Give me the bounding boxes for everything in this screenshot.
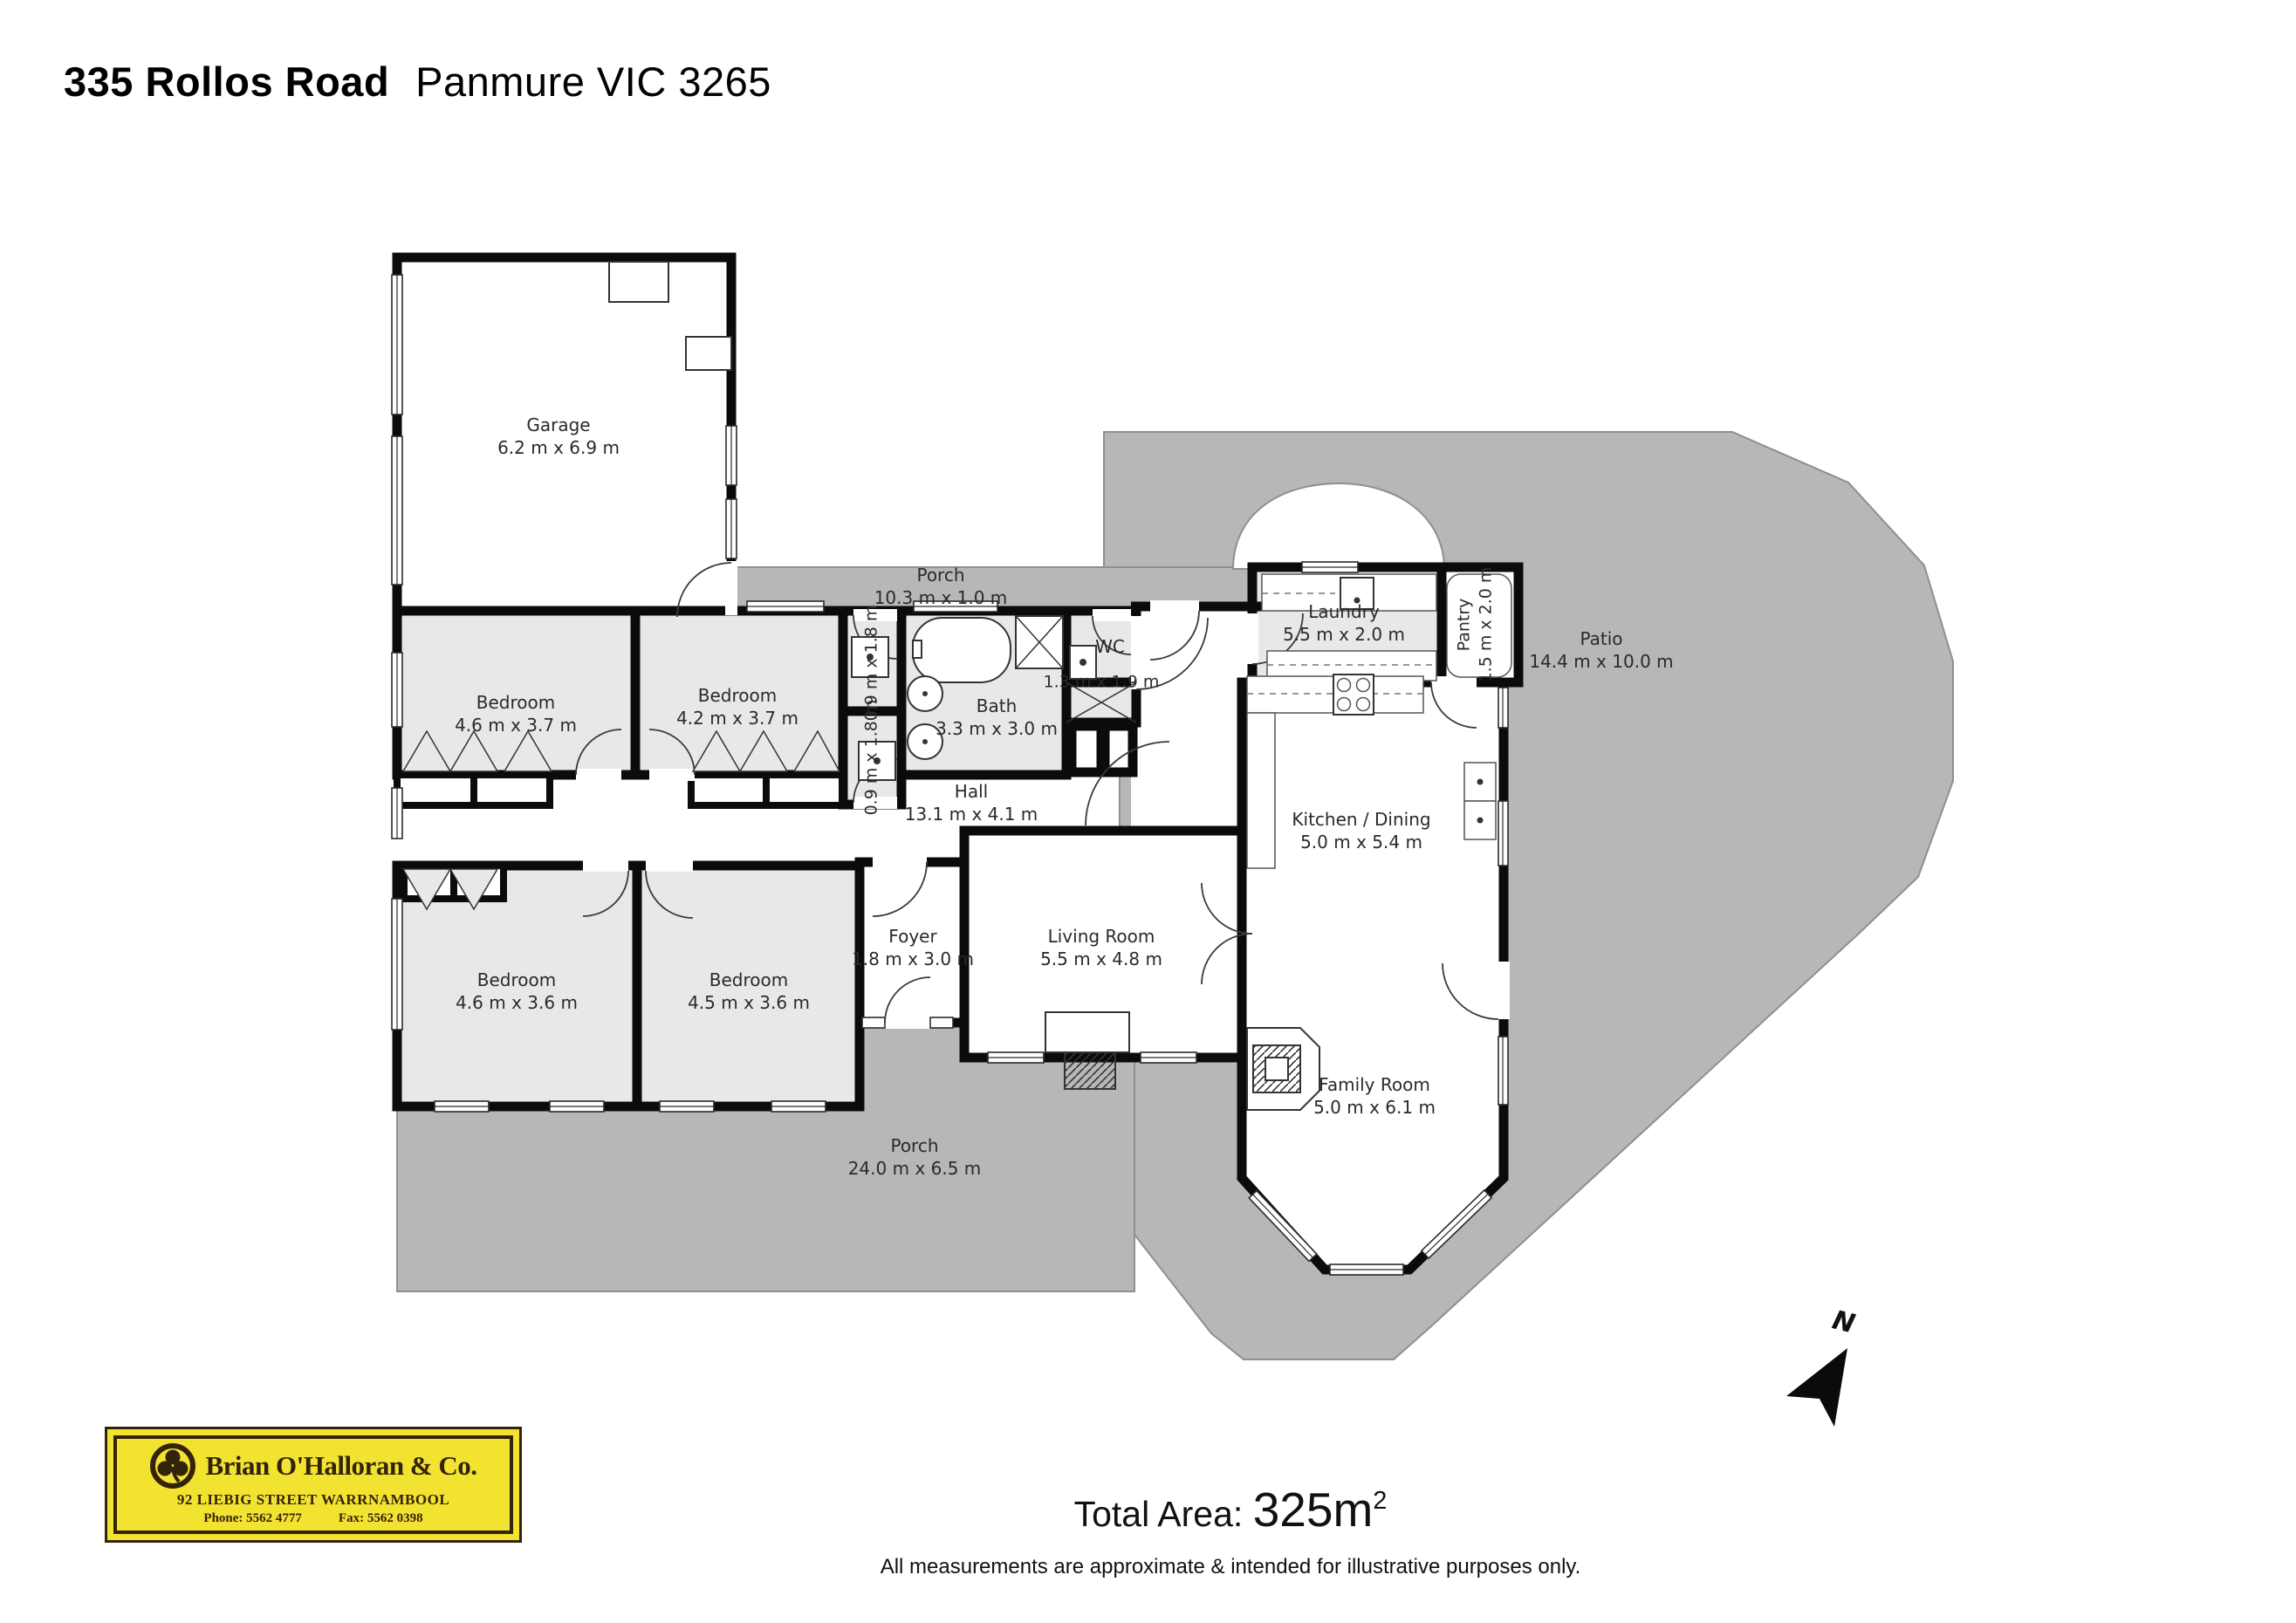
kitchen-bench-left <box>1246 712 1276 869</box>
agency-logo: Brian O'Halloran & Co. 92 LIEBIG STREET … <box>105 1427 522 1543</box>
door-arcs <box>575 562 1499 1024</box>
garage-side-box <box>685 336 732 371</box>
total-area-value: 325m <box>1252 1483 1374 1537</box>
window-set <box>391 274 1509 1276</box>
fixtures <box>608 261 1512 1111</box>
robe-cell-4 <box>763 771 846 809</box>
north-arrow-icon <box>1786 1348 1847 1427</box>
total-area: Total Area: 325m2 <box>1074 1482 1388 1537</box>
room-label-wc-main: WC <box>1095 636 1125 657</box>
address-suburb: Panmure VIC 3265 <box>415 58 771 105</box>
living-chimney <box>1064 1051 1116 1090</box>
bedroom-3-room <box>392 860 642 1112</box>
toilet-2 <box>858 741 896 781</box>
address-street: 335 Rollos Road <box>64 58 390 105</box>
cooktop <box>1333 674 1374 716</box>
agency-name: Brian O'Halloran & Co. <box>205 1449 477 1481</box>
pantry-shelf <box>1446 573 1512 678</box>
robe-cell-2 <box>470 771 553 809</box>
garden-arch-shape <box>1231 482 1446 570</box>
hall-closet-1 <box>1066 721 1107 777</box>
bathtub <box>912 617 1011 683</box>
pantry-room <box>1436 562 1524 688</box>
agency-phone: Phone: 5562 4777 <box>203 1510 302 1525</box>
agency-fax: Fax: 5562 0398 <box>338 1510 423 1525</box>
living-hearth <box>1045 1011 1130 1053</box>
robe-cell-3 <box>688 771 770 809</box>
room-label-wc-main-dims: 1.3 m x 1.9 m <box>1043 672 1160 692</box>
total-area-superscript: 2 <box>1373 1487 1388 1515</box>
robe-cell-1 <box>394 771 477 809</box>
garage-storage-box <box>608 261 669 303</box>
page-title: 335 Rollos Road Panmure VIC 3265 <box>64 58 771 106</box>
total-area-label: Total Area: <box>1073 1494 1253 1534</box>
robe-doors <box>401 729 841 911</box>
hall-area <box>1131 611 1257 832</box>
hall-closet-2 <box>1100 721 1138 777</box>
agency-logo-inner: Brian O'Halloran & Co. 92 LIEBIG STREET … <box>113 1435 513 1534</box>
shamrock-icon <box>150 1442 196 1489</box>
agency-street: 92 LIEBIG STREET WARRNAMBOOL <box>176 1490 450 1508</box>
disclaimer-text: All measurements are approximate & inten… <box>880 1555 1581 1578</box>
room-label-wc-small-2: 0.9 m x 1.8 m <box>861 699 881 816</box>
laundry-sink <box>1340 577 1374 610</box>
